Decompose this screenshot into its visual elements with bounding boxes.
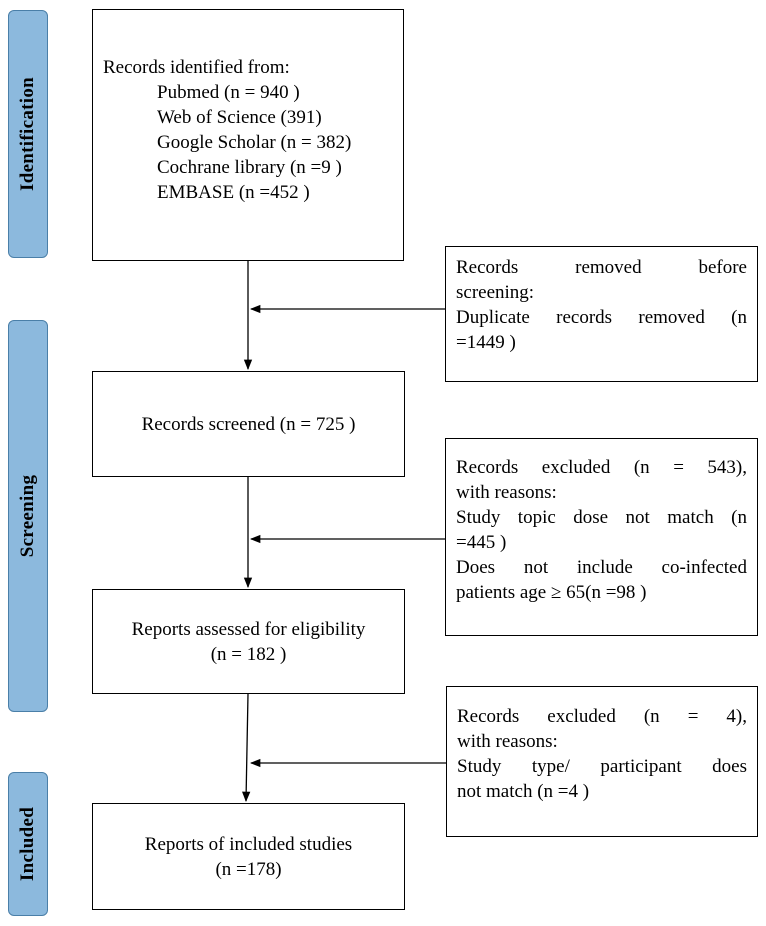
excluded-screening-line-5: Does not include co-infected <box>456 557 747 578</box>
stage-identification-label: Identification <box>17 77 38 191</box>
excluded-eligibility-line-1: Records excluded (n = 4), <box>457 706 747 727</box>
excluded-screening-line-6: patients age ≥ 65(n =98 ) <box>456 582 647 603</box>
stage-included: Included <box>8 772 48 916</box>
stage-screening: Screening <box>8 320 48 712</box>
records-screened-box: Records screened (n = 725 ) <box>92 371 405 477</box>
reports-assessed-box: Reports assessed for eligibility (n = 18… <box>92 589 405 694</box>
reports-included-line-1: Reports of included studies <box>144 833 353 855</box>
records-removed-box: Records removed before screening: Duplic… <box>445 246 758 382</box>
source-item-pubmed: Pubmed (n = 940 ) <box>157 82 300 103</box>
records-excluded-screening-box: Records excluded (n = 543), with reasons… <box>445 438 758 636</box>
excluded-screening-line-4: =445 ) <box>456 532 507 553</box>
source-item-cochrane: Cochrane library (n =9 ) <box>157 157 342 178</box>
records-excluded-eligibility-box: Records excluded (n = 4), with reasons: … <box>446 686 758 837</box>
excluded-screening-line-2: with reasons: <box>456 482 557 503</box>
records-screened-label: Records screened (n = 725 ) <box>141 413 356 435</box>
source-item-web-of-science: Web of Science (391) <box>157 107 322 128</box>
excluded-screening-line-1: Records excluded (n = 543), <box>456 457 747 478</box>
records-identified-box: Records identified from: Pubmed (n = 940… <box>92 9 404 261</box>
records-removed-line-4: =1449 ) <box>456 332 516 353</box>
excluded-eligibility-line-2: with reasons: <box>457 731 558 752</box>
reports-included-line-2: (n =178) <box>215 858 282 880</box>
reports-assessed-line-2: (n = 182 ) <box>210 643 287 665</box>
source-item-embase: EMBASE (n =452 ) <box>157 182 310 203</box>
excluded-screening-line-3: Study topic dose not match (n <box>456 507 747 528</box>
records-removed-line-2: screening: <box>456 282 535 303</box>
stage-identification: Identification <box>8 10 48 258</box>
source-item-google-scholar: Google Scholar (n = 382) <box>157 132 352 153</box>
reports-included-box: Reports of included studies (n =178) <box>92 803 405 910</box>
reports-assessed-line-1: Reports assessed for eligibility <box>131 618 366 640</box>
records-removed-line-3: Duplicate records removed (n <box>456 307 747 328</box>
stage-screening-label: Screening <box>17 474 38 558</box>
records-removed-line-1: Records removed before <box>456 257 747 278</box>
source-list: Pubmed (n = 940 ) Web of Science (391) G… <box>103 80 403 205</box>
records-identified-title: Records identified from: <box>103 57 290 78</box>
stage-included-label: Included <box>17 806 38 882</box>
excluded-eligibility-line-3: Study type/ participant does <box>457 756 747 777</box>
arrow-assessed-to-included <box>242 693 251 803</box>
excluded-eligibility-line-4: not match (n =4 ) <box>457 781 590 802</box>
